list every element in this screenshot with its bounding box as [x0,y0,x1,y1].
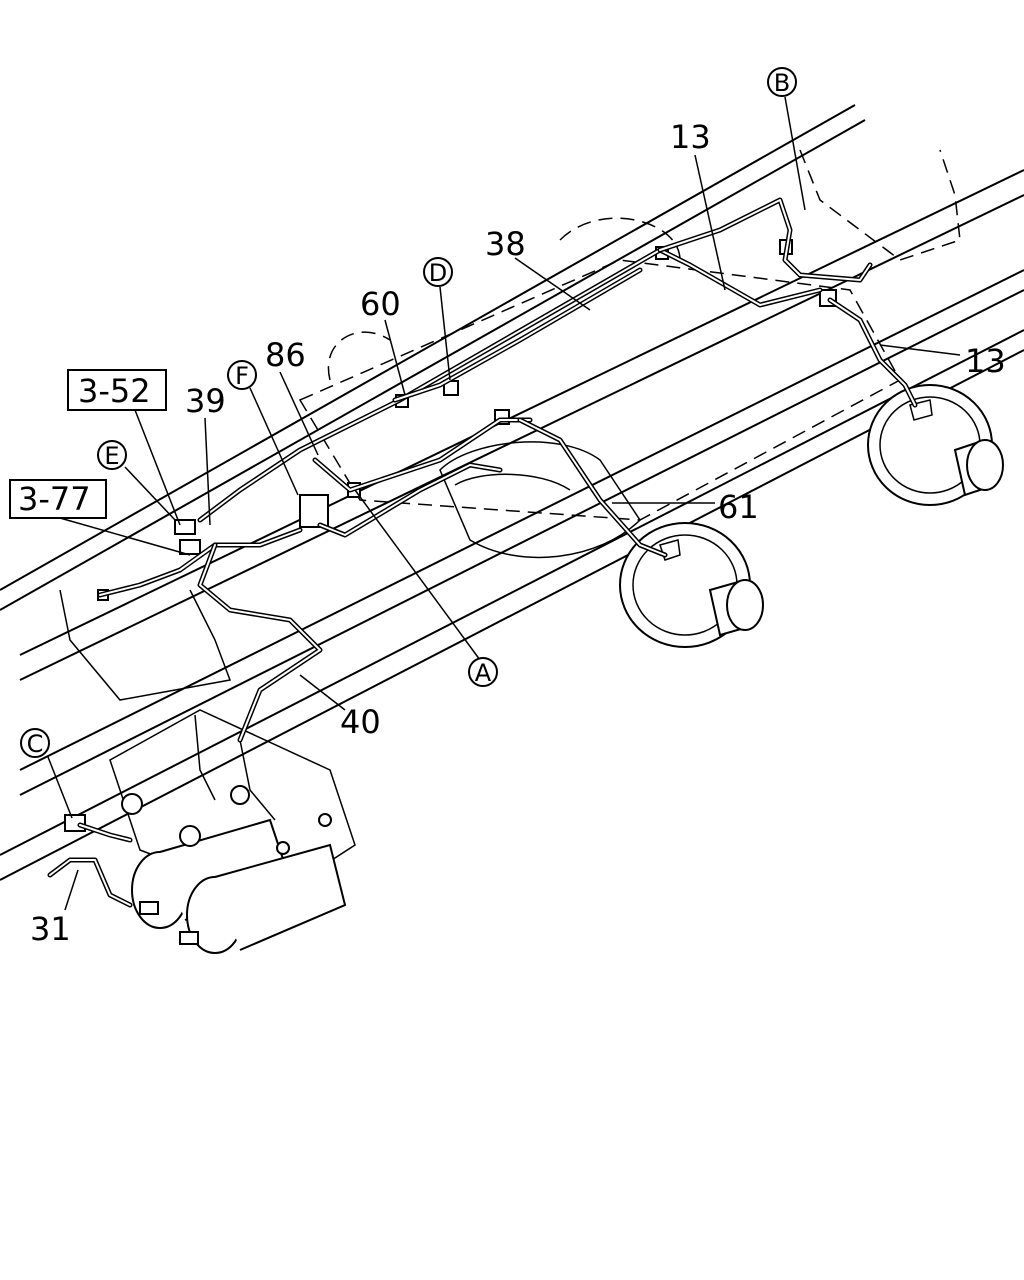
point-marker-F: F [227,360,257,390]
callout-38: 38 [485,225,526,263]
callout-61: 61 [718,488,759,526]
air-tank-assembly [109,709,356,954]
callout-86: 86 [265,336,306,374]
callout-13-top: 13 [670,118,711,156]
callout-60: 60 [360,285,401,323]
point-marker-A: A [468,657,498,687]
callout-31: 31 [30,910,71,948]
point-marker-E: E [97,440,127,470]
callouts: 13 13 38 60 86 39 61 40 31 3-52 3-77 A B… [9,67,1006,948]
point-E-label: E [104,442,119,470]
callout-40: 40 [340,703,381,741]
chassis-frame [0,104,1024,881]
callout-39: 39 [185,382,226,420]
point-marker-B: B [767,67,797,97]
leader-lines [47,96,961,911]
point-marker-C: C [20,728,50,758]
point-C-label: C [27,730,44,758]
point-B-label: B [774,69,790,97]
brake-pipes [47,197,918,908]
brake-chamber-rear [867,384,1004,506]
ref-box-3-52: 3-52 [67,369,167,411]
ref-3-77-label: 3-77 [18,480,91,518]
callout-13-right: 13 [965,342,1006,380]
ref-3-52-label: 3-52 [78,372,151,410]
ref-box-3-77: 3-77 [9,479,107,519]
point-A-label: A [475,659,492,687]
brake-chamber-front [619,522,764,648]
point-D-label: D [429,259,447,287]
point-F-label: F [235,362,249,390]
front-axle-housing [439,441,641,559]
point-marker-D: D [423,257,453,287]
